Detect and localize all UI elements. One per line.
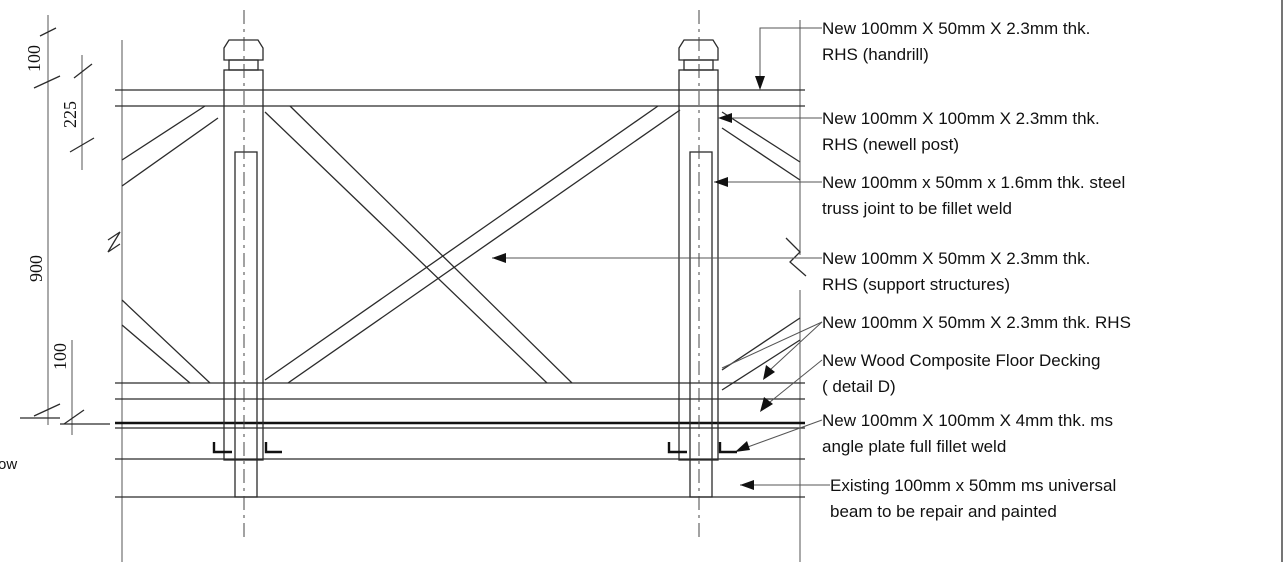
note-floor-decking: New Wood Composite Floor Decking ( detai… [822, 351, 1105, 396]
dimension-bottom: 100 [50, 343, 70, 370]
annotation-notes: New 100mm X 50mm X 2.3mm thk. RHS (handr… [822, 19, 1131, 521]
note-newell-post: New 100mm X 100mm X 2.3mm thk. RHS (newe… [822, 109, 1105, 154]
handrail-top [115, 89, 805, 107]
x-truss-brace [264, 105, 681, 384]
universal-beam [115, 458, 805, 498]
note-truss-joint: New 100mm x 50mm x 1.6mm thk. steel trus… [822, 173, 1130, 218]
note-support-structures: New 100mm X 50mm X 2.3mm thk. RHS (suppo… [822, 249, 1095, 294]
bottom-rail [115, 382, 805, 400]
right-side-braces [721, 111, 807, 391]
left-edge-fragment: ow [0, 456, 17, 473]
note-handrail: New 100mm X 50mm X 2.3mm thk. RHS (handr… [822, 19, 1095, 64]
dimension-lines [20, 15, 110, 435]
floor-decking [115, 421, 805, 429]
note-rhs: New 100mm X 50mm X 2.3mm thk. RHS [822, 313, 1131, 332]
frame-lines [121, 20, 801, 562]
left-side-braces [107, 105, 219, 384]
note-universal-beam: Existing 100mm x 50mm ms universal beam … [830, 476, 1121, 521]
leader-lines [492, 27, 830, 490]
newell-post-left [212, 10, 282, 540]
dimension-height: 900 [26, 255, 46, 282]
note-angle-plate: New 100mm X 100mm X 4mm thk. ms angle pl… [822, 411, 1118, 456]
newell-post-right [667, 10, 737, 540]
dimension-second: 225 [60, 101, 80, 128]
dimension-top: 100 [24, 45, 44, 72]
